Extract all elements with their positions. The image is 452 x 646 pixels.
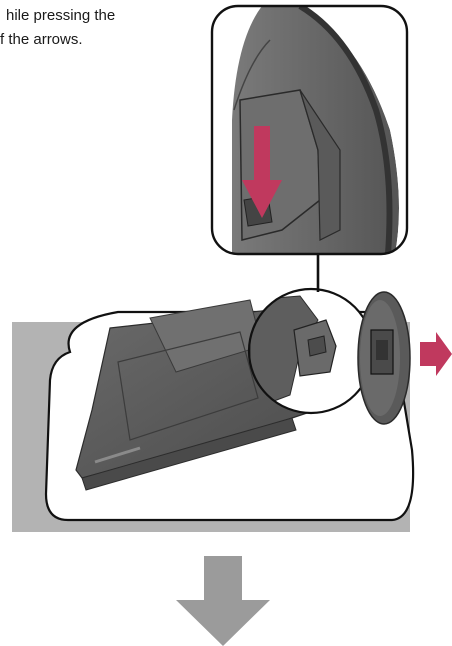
stand-base: [358, 292, 410, 424]
zoom-detail-panel: [212, 6, 407, 254]
next-step-down-arrow-icon: [176, 556, 270, 646]
pull-right-arrow-icon: [420, 332, 452, 376]
